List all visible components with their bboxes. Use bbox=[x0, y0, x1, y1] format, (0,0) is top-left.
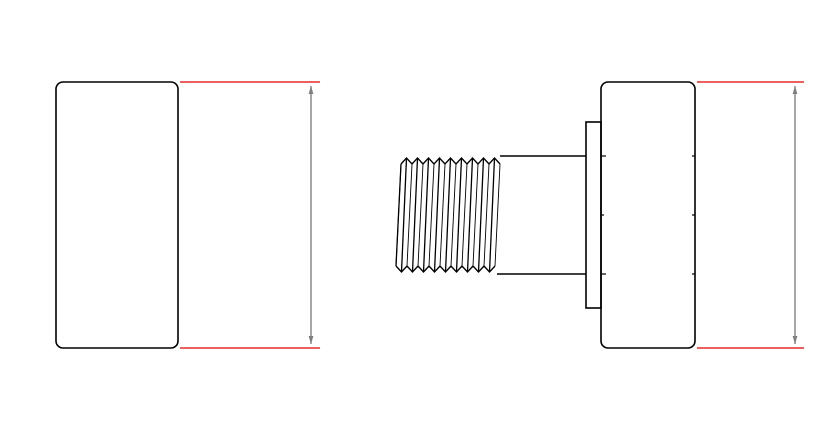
thread-root-line bbox=[461, 163, 468, 267]
right-view-stud-roller bbox=[395, 81, 696, 349]
right-dimension bbox=[697, 81, 804, 349]
thread-crest-line bbox=[411, 157, 419, 273]
thread-section bbox=[395, 157, 501, 273]
thread-crest-line bbox=[444, 157, 452, 273]
thread-crest-line bbox=[433, 157, 441, 273]
roller-body-outline bbox=[55, 81, 179, 349]
thread-root-line bbox=[439, 163, 446, 267]
thread-root-line bbox=[428, 163, 435, 267]
thread-root-line bbox=[472, 163, 479, 267]
stud-shank bbox=[497, 155, 586, 275]
thread-root-line bbox=[406, 163, 413, 267]
left-view-roller bbox=[55, 81, 179, 349]
thread-crest-line bbox=[477, 157, 485, 273]
thread-crest-line bbox=[488, 157, 496, 273]
flange-outline bbox=[585, 121, 602, 309]
roller-side-outline bbox=[600, 81, 696, 349]
flange-tick-marks bbox=[601, 155, 695, 275]
left-dimension bbox=[180, 81, 320, 349]
thread-root-line bbox=[483, 163, 490, 267]
thread-root-line bbox=[417, 163, 424, 267]
thread-crest-line bbox=[422, 157, 430, 273]
thread-root-line bbox=[450, 163, 457, 267]
thread-end-edge bbox=[395, 163, 402, 267]
thread-crest-line bbox=[400, 157, 408, 273]
thread-crest-line bbox=[455, 157, 463, 273]
thread-crest-line bbox=[466, 157, 474, 273]
thread-root-line bbox=[494, 163, 501, 267]
